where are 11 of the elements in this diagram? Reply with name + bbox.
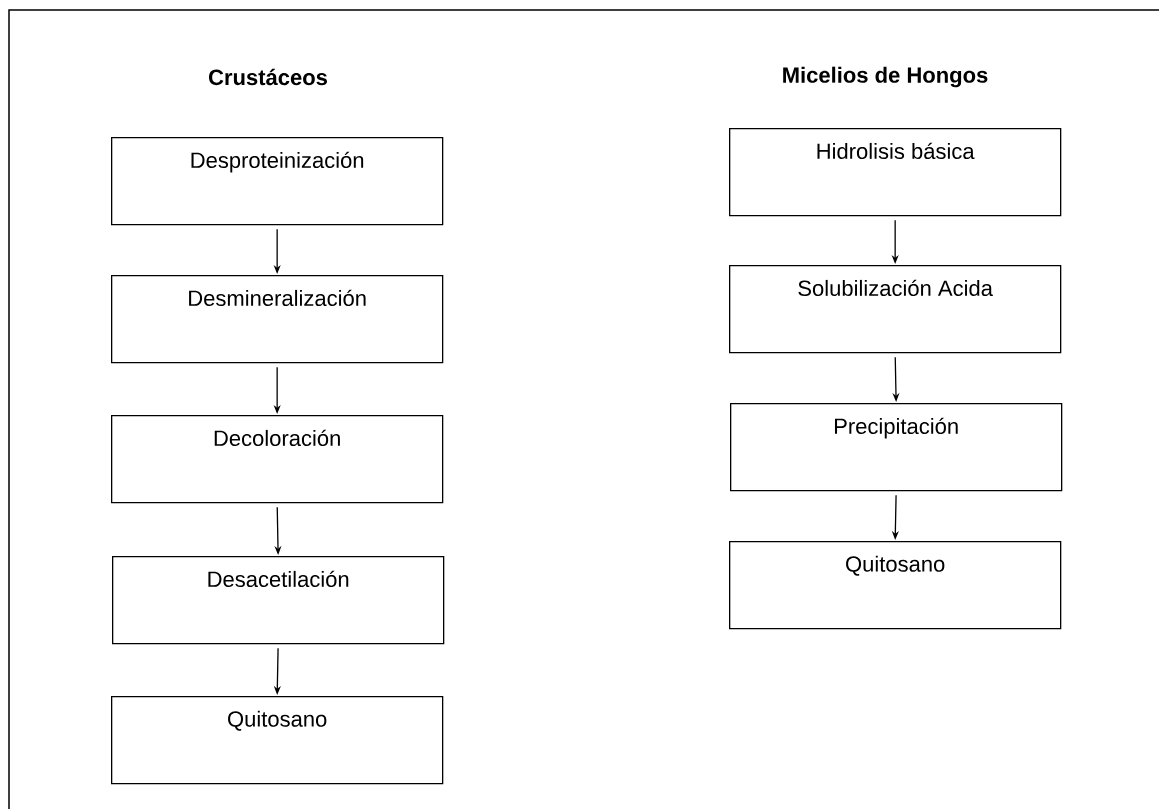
process-box: Desmineralización — [111, 275, 444, 364]
process-box: Hidrolisis básica — [729, 128, 1062, 217]
process-box: Precipitación — [730, 403, 1063, 492]
process-box: Quitosano — [111, 696, 444, 785]
process-box: Solubilización Acida — [729, 265, 1062, 354]
process-box: Decoloración — [111, 415, 444, 504]
column-heading: Crustáceos — [209, 68, 327, 86]
column-heading: Micelios de Hongos — [783, 66, 988, 88]
process-box: Desproteinización — [111, 137, 444, 226]
process-box: Quitosano — [729, 541, 1062, 630]
process-box: Desacetilación — [112, 556, 445, 645]
